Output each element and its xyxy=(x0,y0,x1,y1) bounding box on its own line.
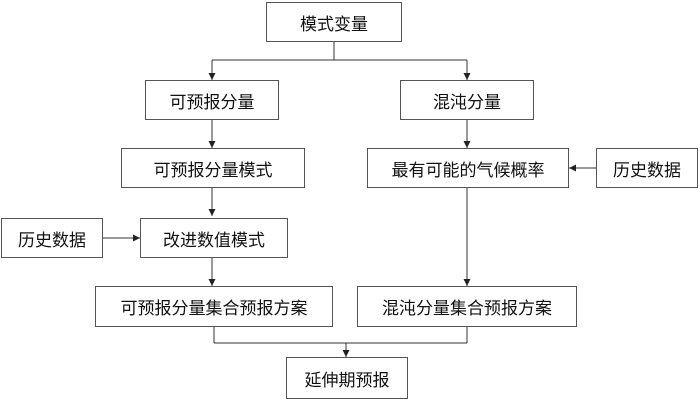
node-chaotic-ensemble-scheme: 混沌分量集合预报方案 xyxy=(357,286,577,327)
node-chaotic-component: 混沌分量 xyxy=(400,80,534,120)
node-history-data-right: 历史数据 xyxy=(596,148,698,188)
node-history-data-left: 历史数据 xyxy=(1,218,103,258)
node-extended-range-forecast: 延伸期预报 xyxy=(286,357,408,399)
node-predictable-mode: 可预报分量模式 xyxy=(121,148,305,188)
node-improved-numerical-mode: 改进数值模式 xyxy=(140,218,288,258)
node-predictable-ensemble-scheme: 可预报分量集合预报方案 xyxy=(95,286,333,327)
node-predictable-component: 可预报分量 xyxy=(145,80,279,120)
node-mode-variable: 模式变量 xyxy=(266,2,402,42)
node-max-climate-probability: 最有可能的气候概率 xyxy=(367,148,569,188)
